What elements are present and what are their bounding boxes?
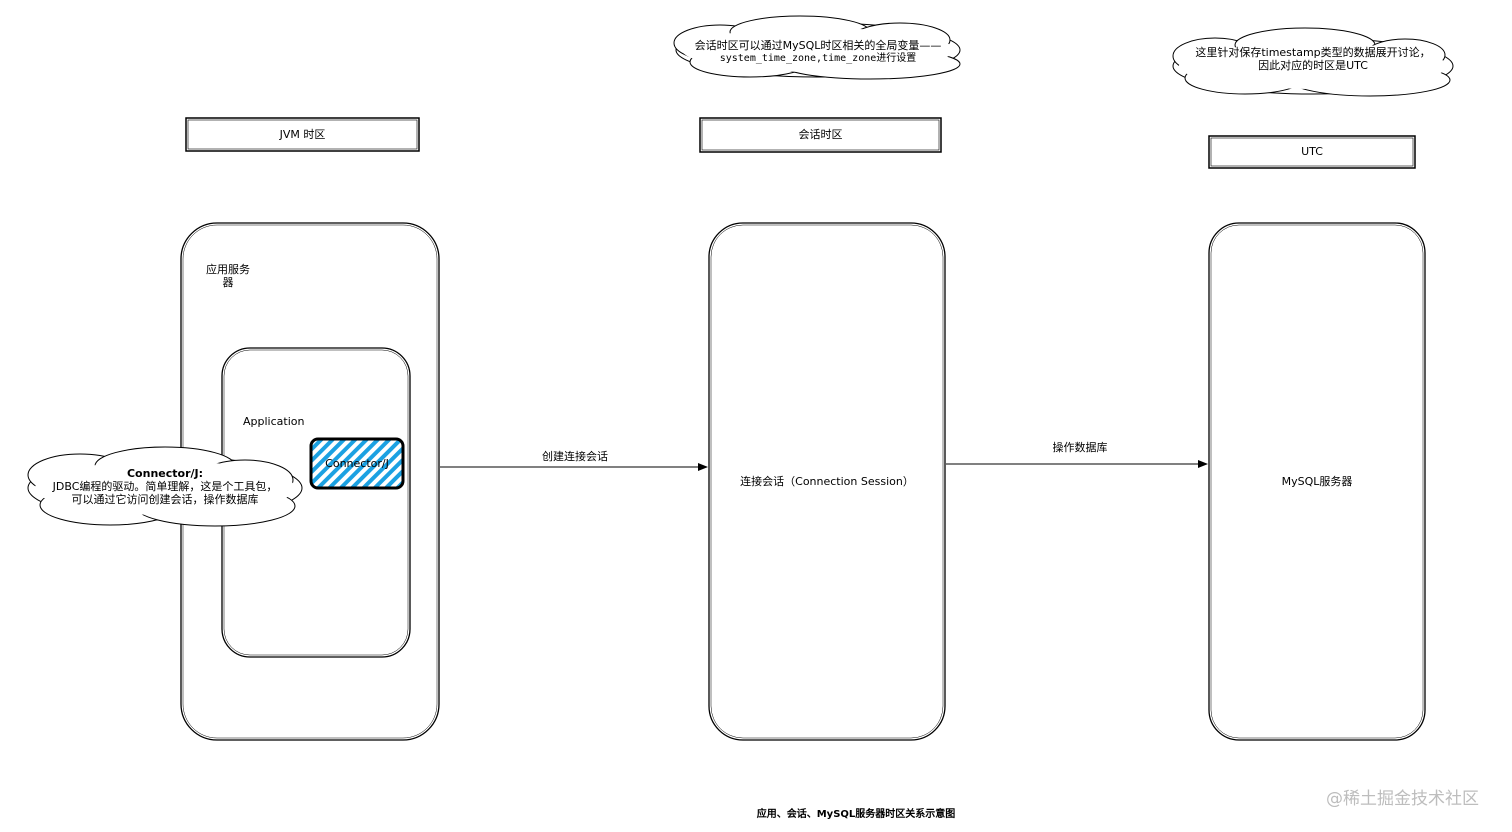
session-note-text: 会话时区可以通过MySQL时区相关的全局变量—— system_time_zon… [694, 39, 942, 64]
diagram-caption: 应用、会话、MySQL服务器时区关系示意图 [756, 809, 956, 820]
mysql-server-label: MySQL服务器 [1281, 475, 1353, 488]
utc-note-text: 这里针对保存timestamp类型的数据展开讨论， 因此对应的时区是UTC [1195, 46, 1431, 72]
create-session-label: 创建连接会话 [542, 450, 608, 463]
session-zone-label: 会话时区 [798, 128, 843, 141]
mysql-container [1208, 222, 1426, 741]
connection-session-label: 连接会话（Connection Session） [740, 475, 914, 488]
connector-box [309, 437, 405, 490]
utc-zone-box [1208, 135, 1416, 169]
jvm-zone-box [185, 117, 420, 152]
session-zone-box [699, 117, 942, 153]
watermark: @稀土掘金技术社区 [1326, 789, 1479, 809]
utc-zone-label: UTC [1301, 145, 1323, 158]
operate-db-label: 操作数据库 [1052, 441, 1108, 454]
session-container [708, 222, 946, 741]
utc-note-cloud [1172, 27, 1454, 97]
application-label: Application [243, 415, 305, 428]
session-note-cloud [673, 15, 961, 80]
connector-label: Connector/J [325, 457, 389, 470]
app-server-label: 应用服务 器 [206, 263, 250, 289]
jvm-zone-label: JVM 时区 [279, 128, 326, 141]
connector-note-cloud [27, 446, 303, 527]
connector-note-text: Connector/J: JDBC编程的驱动。简单理解，这是个工具包， 可以通过… [52, 467, 278, 506]
